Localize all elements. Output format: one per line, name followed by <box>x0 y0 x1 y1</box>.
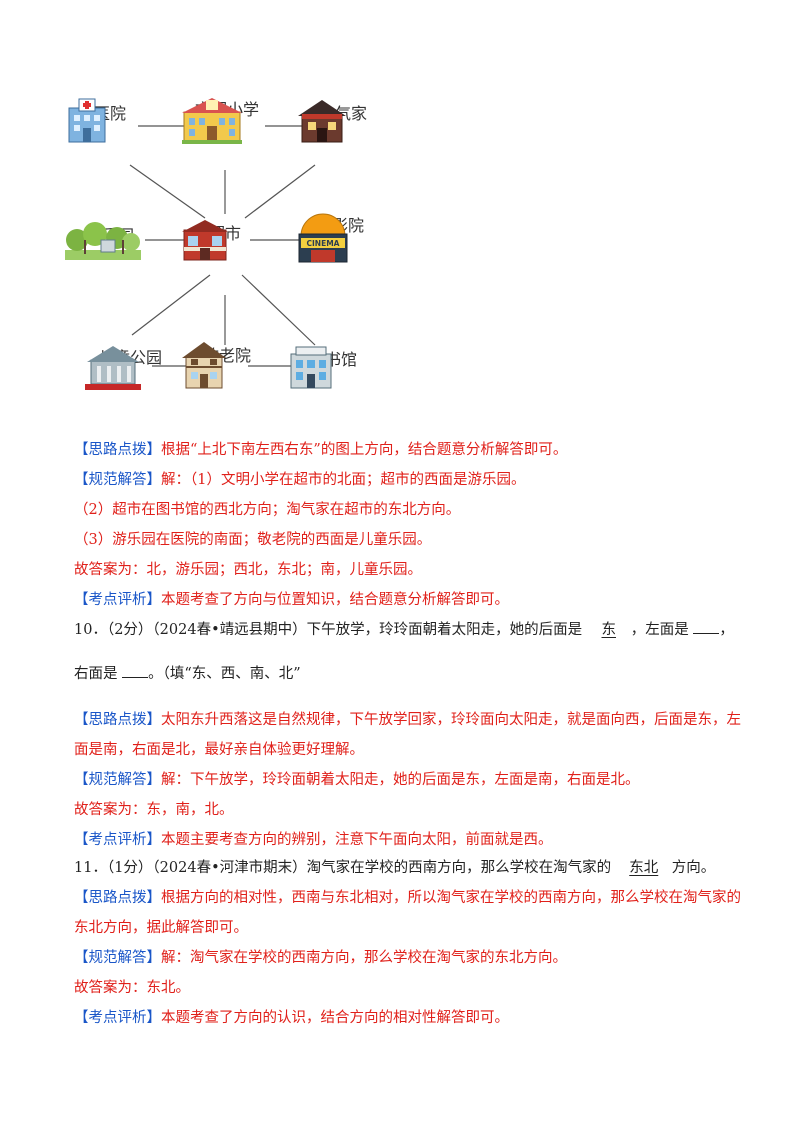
park-icon <box>65 222 141 260</box>
q11-hint-tag: 【思路点拨】 <box>74 890 161 906</box>
q11-answer: 故答案为：东北。 <box>74 980 190 996</box>
place-hospital: 医院 <box>65 98 155 143</box>
q9-review-tag: 【考点评析】 <box>74 592 161 608</box>
q10-blank-right <box>122 677 149 678</box>
q10-solve-text: 解：下午放学，玲玲面朝着太阳走，她的后面是东，左面是南，右面是北。 <box>161 772 640 788</box>
q11-hint-text: 根据方向的相对性，西南与东北相对，所以淘气家在学校的西南方向，那么学校在淘气家的 <box>161 890 741 906</box>
q11-stem: 11．（1分）（2024春•河津市期末）淘气家在学校的西南方向，那么学校在淘气家… <box>74 858 715 878</box>
q9-solution-2: （2）超市在图书馆的西北方向；淘气家在超市的东北方向。 <box>74 502 461 518</box>
q10-stem-a: 10．（2分）（2024春•靖远县期中）下午放学，玲玲面朝着太阳走，她的后面是 <box>74 622 583 638</box>
q11-review-text: 本题考查了方向的认识，结合方向的相对性解答即可。 <box>161 1010 509 1026</box>
q11-stem-a: 11．（1分）（2024春•河津市期末）淘气家在学校的西南方向，那么学校在淘气家… <box>74 860 612 876</box>
q11-stem-b: 方向。 <box>671 860 716 876</box>
q10-stem-line2: 右面是 。（填“东、西、南、北” <box>74 664 301 684</box>
elderly-home-icon <box>182 342 226 389</box>
q10-review-text: 本题主要考查方向的辨别，注意下午面向太阳，前面就是西。 <box>161 832 553 848</box>
q9-solution: 【规范解答】解：（1）文明小学在超市的北面；超市的西面是游乐园。 <box>74 470 525 490</box>
q11-hint-2: 东北方向，据此解答即可。 <box>74 920 248 936</box>
q11-review-tag: 【考点评析】 <box>74 1010 161 1026</box>
q9-solve-text: 解：（1）文明小学在超市的北面；超市的西面是游乐园。 <box>161 472 526 488</box>
q9-hint-tag: 【思路点拨】 <box>74 442 161 458</box>
q10-stem-e: 。（填“东、西、南、北” <box>148 666 301 682</box>
supermarket-icon <box>182 220 228 261</box>
place-amusement-park: 游乐园 <box>65 220 155 260</box>
q10-hint-text: 太阳东升西落这是自然规律，下午放学回家，玲玲面向太阳走，就是面向西，后面是东，左 <box>161 712 741 728</box>
q10-stem-c: ， <box>719 622 734 638</box>
q10-blank-back: 东 <box>601 622 617 638</box>
place-library: 图书馆 <box>288 344 378 389</box>
q10-stem: 10．（2分）（2024春•靖远县期中）下午放学，玲玲面朝着太阳走，她的后面是 … <box>74 620 734 640</box>
direction-map: 医院 文明小学 淘气家 <box>60 80 400 420</box>
q10-blank-left <box>693 633 720 634</box>
house-icon <box>298 100 346 143</box>
q10-hint: 【思路点拨】太阳东升西落这是自然规律，下午放学回家，玲玲面向太阳走，就是面向西，… <box>74 710 741 730</box>
q11-solve-tag: 【规范解答】 <box>74 950 161 966</box>
cinema-icon: CINEMA <box>298 213 348 263</box>
school-icon <box>182 98 242 144</box>
q9-answer: 故答案为：北，游乐园；西北，东北；南，儿童乐园。 <box>74 562 422 578</box>
q9-review: 【考点评析】本题考查了方向与位置知识，结合题意分析解答即可。 <box>74 590 509 610</box>
q11-review: 【考点评析】本题考查了方向的认识，结合方向的相对性解答即可。 <box>74 1008 509 1028</box>
place-supermarket: 超市 <box>180 218 270 261</box>
place-elderly-home: 敬老院 <box>182 340 272 389</box>
q9-hint: 【思路点拨】根据“上北下南左西右东”的图上方向，结合题意分析解答即可。 <box>74 440 567 460</box>
q10-hint-tag: 【思路点拨】 <box>74 712 161 728</box>
q9-solution-3: （3）游乐园在医院的南面；敬老院的西面是儿童乐园。 <box>74 532 432 548</box>
q9-hint-text: 根据“上北下南左西右东”的图上方向，结合题意分析解答即可。 <box>161 442 568 458</box>
q10-solve-tag: 【规范解答】 <box>74 772 161 788</box>
q11-solution: 【规范解答】解：淘气家在学校的西南方向，那么学校在淘气家的东北方向。 <box>74 948 567 968</box>
children-park-icon <box>85 346 141 390</box>
q10-review-tag: 【考点评析】 <box>74 832 161 848</box>
q10-review: 【考点评析】本题主要考查方向的辨别，注意下午面向太阳，前面就是西。 <box>74 830 553 850</box>
q10-stem-b: ，左面是 <box>630 622 689 638</box>
map-connection-lines <box>129 125 317 367</box>
q11-hint: 【思路点拨】根据方向的相对性，西南与东北相对，所以淘气家在学校的西南方向，那么学… <box>74 888 741 908</box>
place-naughty-home: 淘气家 <box>298 98 388 143</box>
library-icon <box>290 346 332 389</box>
q10-solution: 【规范解答】解：下午放学，玲玲面朝着太阳走，她的后面是东，左面是南，右面是北。 <box>74 770 640 790</box>
q10-stem-d: 右面是 <box>74 666 118 682</box>
place-cinema: CINEMA 电影院 <box>295 210 385 263</box>
q9-solve-tag: 【规范解答】 <box>74 472 161 488</box>
cinema-sign-text: CINEMA <box>307 239 340 248</box>
place-children-park: 儿童公园 <box>85 342 175 390</box>
place-school: 文明小学 <box>182 94 272 144</box>
hospital-icon <box>68 98 106 143</box>
q10-answer: 故答案为：东，南，北。 <box>74 802 234 818</box>
q10-hint-2: 面是南，右面是北，最好亲自体验更好理解。 <box>74 742 364 758</box>
q11-solve-text: 解：淘气家在学校的西南方向，那么学校在淘气家的东北方向。 <box>161 950 567 966</box>
q11-blank-direction: 东北 <box>629 860 659 876</box>
q9-review-text: 本题考查了方向与位置知识，结合题意分析解答即可。 <box>161 592 509 608</box>
